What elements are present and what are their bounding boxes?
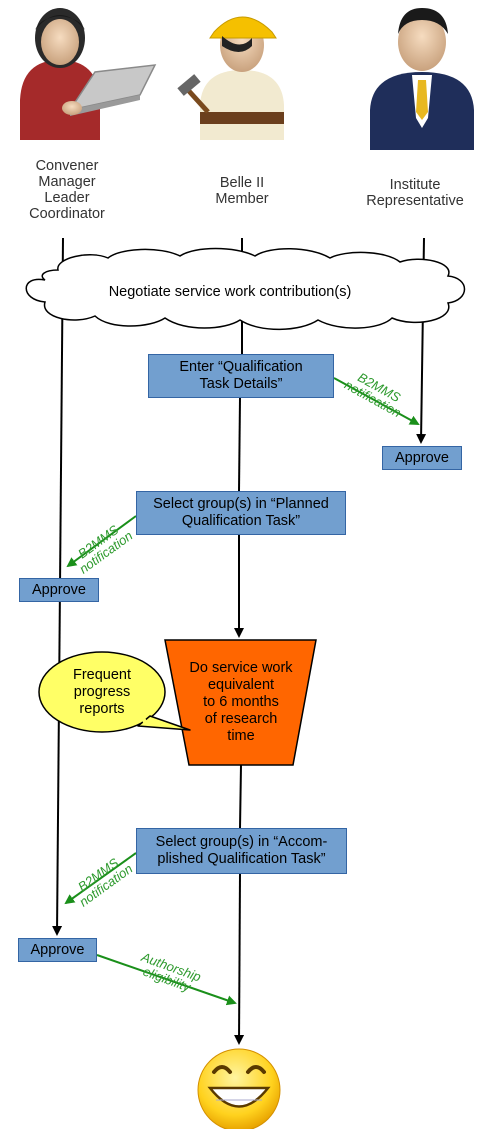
role-line: Convener (35, 158, 99, 174)
member-lifeline-5 (234, 873, 245, 1045)
convener-avatar-icon (20, 8, 157, 140)
approve-convener-button-2[interactable]: Approve (18, 938, 97, 962)
service-work-text: Do service work equivalent to 6 months o… (176, 660, 306, 745)
work-line: Do service work (189, 660, 293, 676)
role-line: Representative (366, 193, 464, 209)
approve-convener-button-1[interactable]: Approve (19, 578, 99, 602)
role-line: Member (215, 191, 269, 207)
institute-role-label: Institute Representative (360, 177, 470, 209)
role-line: Coordinator (29, 206, 105, 222)
role-line: Belle II (219, 175, 265, 191)
work-line: to 6 months (203, 694, 279, 710)
work-line: time (227, 728, 255, 744)
work-line: of research (204, 711, 278, 727)
box-line: Task Details” (199, 376, 283, 392)
enter-task-details-box[interactable]: Enter “Qualification Task Details” (148, 354, 334, 398)
role-line: Institute (389, 177, 441, 193)
service-work-shape (164, 639, 317, 766)
member-avatar-icon (177, 16, 284, 140)
select-accomplished-box[interactable]: Select group(s) in “Accom- plished Quali… (136, 828, 347, 874)
box-line: Select group(s) in “Accom- (155, 834, 328, 850)
notify-arrow-2 (66, 515, 137, 568)
progress-bubble-text: Frequent progress reports (52, 667, 152, 718)
approve-institute-button[interactable]: Approve (382, 446, 462, 470)
member-role-label: Belle II Member (187, 175, 297, 207)
bubble-line: reports (79, 701, 125, 717)
box-line: Enter “Qualification (179, 359, 303, 375)
notify-arrow-3 (64, 852, 137, 905)
negotiate-cloud (25, 247, 466, 331)
notify-arrow-1 (333, 377, 420, 425)
convener-role-label: Convener Manager Leader Coordinator (12, 158, 122, 222)
progress-bubble (38, 651, 191, 733)
select-planned-box[interactable]: Select group(s) in “Planned Qualificatio… (136, 491, 346, 535)
box-line: plished Qualification Task” (157, 851, 326, 867)
member-lifeline-2 (238, 397, 241, 492)
work-line: equivalent (207, 677, 275, 693)
negotiate-text: Negotiate service work contribution(s) (108, 284, 352, 300)
role-line: Leader (44, 190, 90, 206)
bubble-line: progress (73, 684, 131, 700)
member-lifeline-4 (239, 764, 242, 829)
bubble-line: Frequent (72, 667, 132, 683)
role-line: Manager (38, 174, 96, 190)
box-line: Select group(s) in “Planned (153, 496, 329, 512)
authorship-arrow (96, 954, 237, 1006)
happy-face-icon (197, 1048, 281, 1129)
institute-avatar-icon (370, 8, 474, 150)
box-line: Qualification Task” (181, 513, 301, 529)
